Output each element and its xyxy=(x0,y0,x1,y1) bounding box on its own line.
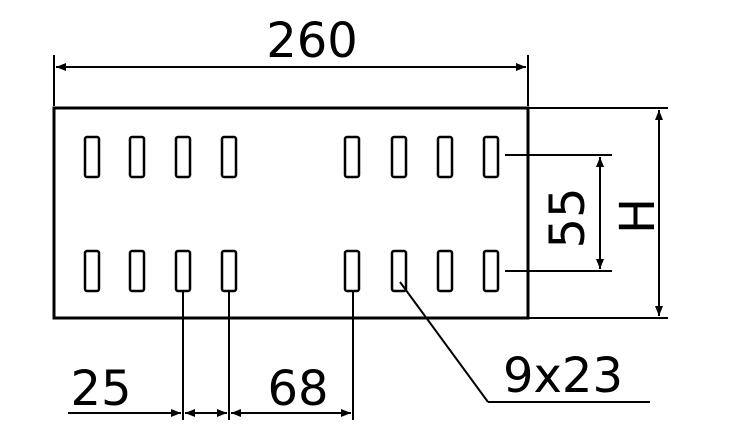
slot xyxy=(343,135,361,179)
dimension-hole-spacing: 55 xyxy=(505,154,612,272)
bottom-extension-lines xyxy=(182,291,354,420)
edge-offset-label: 25 xyxy=(70,361,131,417)
slot xyxy=(436,135,454,179)
slot xyxy=(390,249,408,293)
slot-size-label: 9x23 xyxy=(503,348,623,404)
dimension-group-spacing: 68 xyxy=(231,361,351,417)
dimension-overall-width: 260 xyxy=(53,13,529,106)
slot xyxy=(220,135,238,179)
slot-size-leader: 9x23 xyxy=(399,281,650,404)
overall-width-label: 260 xyxy=(266,13,358,69)
height-label: H xyxy=(610,198,666,234)
slot xyxy=(128,249,146,293)
slot xyxy=(390,135,408,179)
slot xyxy=(436,249,454,293)
group-spacing-label: 68 xyxy=(267,361,328,417)
slot xyxy=(220,249,238,293)
slot xyxy=(174,135,192,179)
slot xyxy=(482,135,500,179)
slot xyxy=(128,135,146,179)
slot-row-top xyxy=(83,135,500,179)
slot xyxy=(83,135,101,179)
hole-spacing-label: 55 xyxy=(540,187,596,248)
slot xyxy=(343,249,361,293)
plate-outline xyxy=(52,106,530,320)
slot-row-bottom xyxy=(83,249,500,293)
slot xyxy=(482,249,500,293)
slot xyxy=(174,249,192,293)
dimension-height: H xyxy=(528,107,668,319)
dimension-edge-offset: 25 xyxy=(68,361,181,417)
slot xyxy=(83,249,101,293)
